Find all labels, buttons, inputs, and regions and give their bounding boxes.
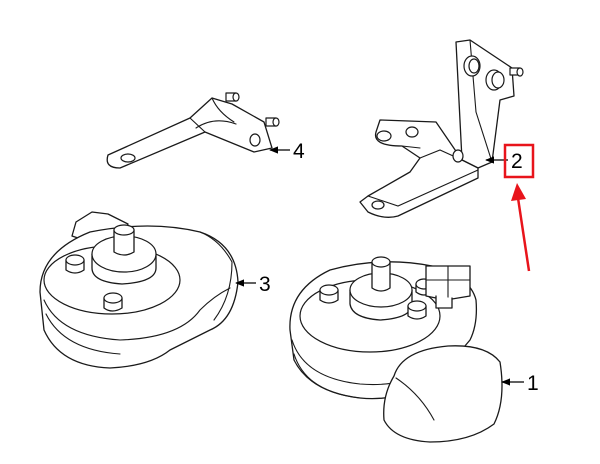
callout-3: 3 [235, 273, 271, 296]
bracket-part-2 [359, 39, 524, 218]
callout-4: 4 [269, 140, 305, 163]
highlight-arrowhead [511, 183, 526, 201]
callout-1: 1 [501, 372, 539, 395]
highlight-arrow [516, 197, 531, 272]
callout-3-label: 3 [259, 273, 271, 296]
highlight-box [503, 143, 535, 179]
callout-2-label: 2 [511, 150, 523, 173]
callout-1-label: 1 [527, 372, 539, 395]
highlight-part-2 [503, 143, 535, 272]
horn-part-1 [289, 256, 503, 443]
bracket-part-4 [106, 92, 280, 169]
callout-4-label: 4 [293, 140, 305, 163]
horn-part-3 [39, 211, 239, 369]
